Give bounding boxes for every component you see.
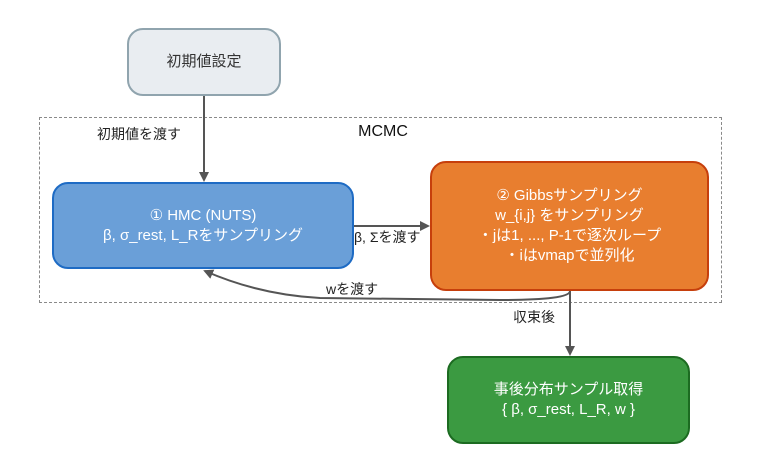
mcmc-cluster [39,117,722,303]
node-posterior: 事後分布サンプル取得 { β, σ_rest, L_R, w } [447,356,690,444]
node-hmc-desc: β, σ_rest, L_Rをサンプリング [103,226,303,244]
node-hmc: ① HMC (NUTS) β, σ_rest, L_Rをサンプリング [52,182,354,269]
node-gibbs-title: ② Gibbsサンプリング [496,187,643,204]
node-hmc-title: ① HMC (NUTS) [149,206,257,224]
edge-label-init-to-hmc: 初期値を渡す [97,126,181,142]
edge-label-gibbs-to-posterior: 収束後 [513,309,555,325]
node-gibbs-bullet-j: ・jは1, ..., P-1で逐次ループ [477,227,662,244]
mcmc-cluster-label: MCMC [358,123,408,140]
node-initial-values-label: 初期値設定 [166,53,242,70]
node-posterior-title: 事後分布サンプル取得 [493,381,644,398]
node-gibbs: ② Gibbsサンプリング w_{i,j} をサンプリング ・jは1, ...,… [430,161,709,291]
node-posterior-vars: { β, σ_rest, L_R, w } [502,401,635,418]
edge-label-hmc-to-gibbs: β, Σを渡す [354,229,421,245]
edge-label-gibbs-to-hmc: wを渡す [326,281,379,297]
edge-gibbs-to-hmc [203,269,571,302]
node-initial-values: 初期値設定 [127,28,281,96]
node-gibbs-bullet-i: ・iはvmapで並列化 [504,247,635,264]
node-gibbs-desc: w_{i,j} をサンプリング [495,207,644,224]
